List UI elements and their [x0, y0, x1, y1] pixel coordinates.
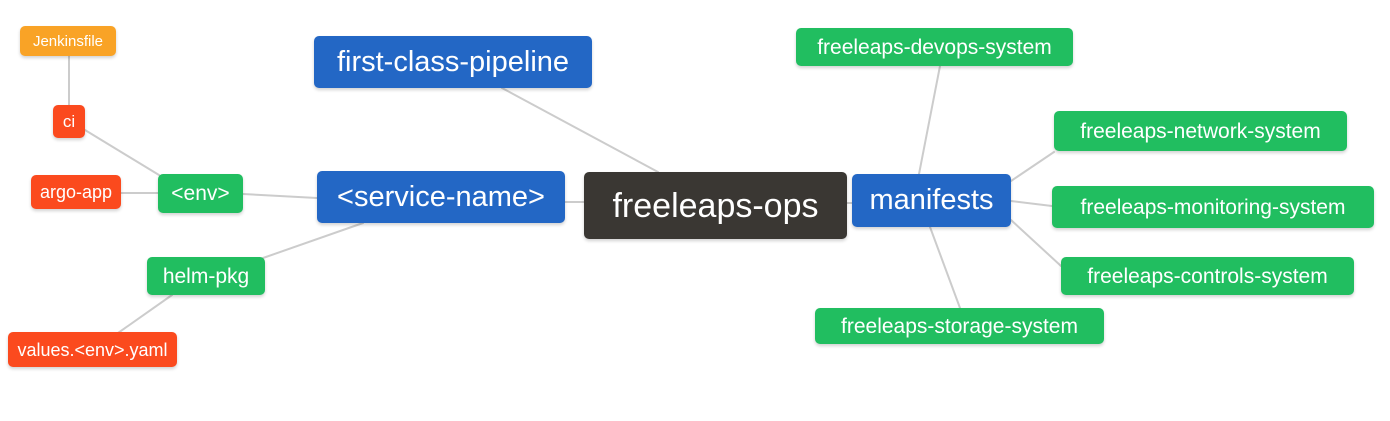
- edge-manifests-controls-sys: [1010, 219, 1062, 267]
- edge-env-service-name: [242, 193, 318, 199]
- edge-pipeline-ops: [501, 87, 659, 173]
- edge-manifests-devops-sys: [918, 65, 941, 175]
- edge-manifests-storage-sys: [929, 226, 961, 309]
- node-devops-sys[interactable]: freeleaps-devops-system: [796, 28, 1073, 66]
- node-env[interactable]: <env>: [158, 174, 243, 213]
- edge-helm-pkg-service-name: [262, 222, 364, 259]
- edge-manifests-network-sys: [1010, 151, 1055, 182]
- node-manifests[interactable]: manifests: [852, 174, 1011, 227]
- node-ci[interactable]: ci: [53, 105, 85, 138]
- node-controls-sys[interactable]: freeleaps-controls-system: [1061, 257, 1354, 295]
- edge-values-yaml-helm-pkg: [117, 294, 173, 334]
- node-helm-pkg[interactable]: helm-pkg: [147, 257, 265, 295]
- node-pipeline[interactable]: first-class-pipeline: [314, 36, 592, 88]
- edge-manifests-monitor-sys: [1010, 200, 1053, 207]
- node-monitor-sys[interactable]: freeleaps-monitoring-system: [1052, 186, 1374, 228]
- node-jenkinsfile[interactable]: Jenkinsfile: [20, 26, 116, 56]
- node-values-yaml[interactable]: values.<env>.yaml: [8, 332, 177, 367]
- edge-ci-env: [84, 129, 160, 176]
- node-argo-app[interactable]: argo-app: [31, 175, 121, 209]
- node-service-name[interactable]: <service-name>: [317, 171, 565, 223]
- node-storage-sys[interactable]: freeleaps-storage-system: [815, 308, 1104, 344]
- node-ops[interactable]: freeleaps-ops: [584, 172, 847, 239]
- node-network-sys[interactable]: freeleaps-network-system: [1054, 111, 1347, 151]
